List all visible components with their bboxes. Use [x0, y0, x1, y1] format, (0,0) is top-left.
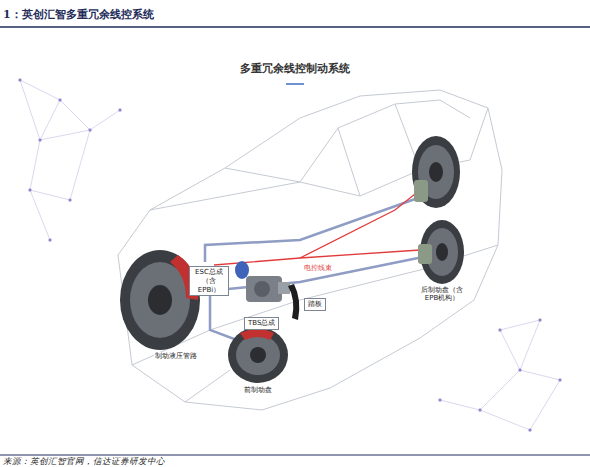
network-decoration	[19, 79, 122, 242]
part-label: 后制动盘（含EPB机构）	[415, 286, 469, 303]
brake-disc	[228, 327, 288, 383]
esc-box: ESC总成（含EPBi）	[189, 266, 229, 296]
title-dash	[286, 83, 304, 85]
box-text: 踏板	[308, 300, 322, 309]
brake-disc	[412, 136, 460, 208]
brake-disc	[120, 250, 200, 350]
brake-disc	[418, 220, 464, 284]
hydraulic-pipe	[182, 198, 418, 345]
chart-heading: 多重冗余线控制动系统	[239, 62, 351, 75]
car-outline	[118, 90, 502, 410]
electric-harness	[214, 190, 420, 265]
harness-label: 电控线束	[303, 264, 333, 272]
header-rule	[0, 26, 590, 28]
tbs-unit	[235, 261, 290, 302]
part-label: 前制动盘	[243, 386, 273, 394]
network-decoration	[439, 319, 562, 432]
figure-title: 1：英创汇智多重冗余线控系统	[3, 7, 154, 22]
tbs-box: TBS总成	[244, 317, 279, 330]
brake-pedal	[288, 284, 299, 320]
box-text: TBS总成	[248, 319, 275, 328]
part-label: 制动液压管路	[154, 352, 198, 360]
pedal-box: 踏板	[304, 298, 326, 311]
box-text: ESC总成（含EPBi）	[193, 268, 225, 294]
source-caption: 来源：英创汇智官网，信达证券研发中心	[3, 456, 165, 467]
footer-rule	[0, 455, 590, 456]
